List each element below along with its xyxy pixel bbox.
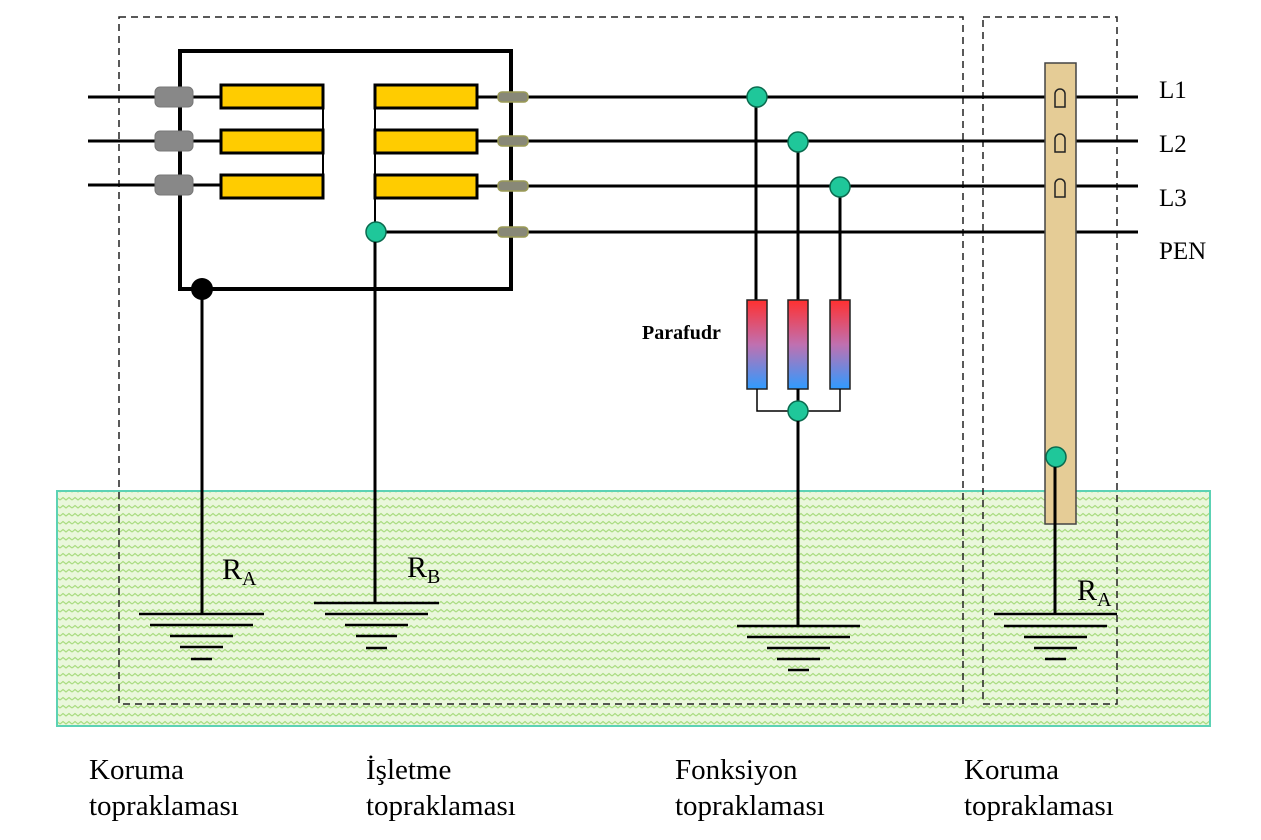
- arrester-common-node: [787, 400, 809, 422]
- primary-winding-3: [219, 173, 325, 200]
- resistance-label-ra-left: RA: [222, 553, 257, 590]
- insulator-l1: [1054, 88, 1066, 108]
- arrester-leads: [754, 97, 842, 300]
- transformer-housing: [178, 49, 513, 291]
- tap-node-l3: [829, 176, 851, 198]
- surge-arrester-1: [746, 299, 768, 390]
- primary-bushings: [154, 86, 194, 196]
- ground-symbol-right: [994, 612, 1117, 661]
- surge-arrester-2: [787, 299, 809, 390]
- pole-ground-node: [1045, 446, 1067, 468]
- line-label-l2: L2: [1159, 131, 1187, 158]
- surge-arrester-3: [829, 299, 851, 390]
- secondary-bushings: [497, 91, 529, 238]
- secondary-winding-3: [373, 173, 479, 200]
- line-label-l3: L3: [1159, 185, 1187, 212]
- star-point-node: [365, 221, 387, 243]
- consumer-zone-boundary: [982, 16, 1118, 705]
- bushing-in-2: [154, 130, 194, 152]
- primary-winding-2: [219, 128, 325, 155]
- soil-area: [56, 490, 1211, 727]
- caption-operational-grounding: İşletme topraklaması: [366, 754, 516, 822]
- resistance-label-rb: RB: [407, 551, 440, 588]
- insulator-l3: [1054, 178, 1066, 198]
- tap-node-l1: [746, 86, 768, 108]
- primary-windings: [219, 83, 325, 200]
- caption-functional-grounding: Fonksiyon topraklaması: [675, 754, 825, 822]
- secondary-windings: [373, 83, 479, 200]
- surge-arresters: [746, 299, 851, 390]
- ground-symbol-functional: [737, 624, 860, 672]
- primary-winding-1: [219, 83, 325, 110]
- pole-insulators: [1054, 88, 1066, 198]
- ground-symbol-operational: [314, 601, 439, 650]
- secondary-winding-1: [373, 83, 479, 110]
- tap-node-l2: [787, 131, 809, 153]
- substation-zone-boundary: [118, 16, 964, 705]
- insulator-l2: [1054, 133, 1066, 153]
- surge-arrester-label: Parafudr: [642, 322, 721, 344]
- resistance-label-ra-right: RA: [1077, 574, 1112, 611]
- caption-protective-grounding-right: Koruma topraklaması: [964, 754, 1114, 822]
- secondary-winding-2: [373, 128, 479, 155]
- bushing-in-3: [154, 174, 194, 196]
- caption-protective-grounding-left: Koruma topraklaması: [89, 754, 239, 822]
- line-label-pen: PEN: [1159, 238, 1206, 265]
- ground-symbol-left: [139, 612, 264, 661]
- line-label-l1: L1: [1159, 77, 1187, 104]
- bushing-in-1: [154, 86, 194, 108]
